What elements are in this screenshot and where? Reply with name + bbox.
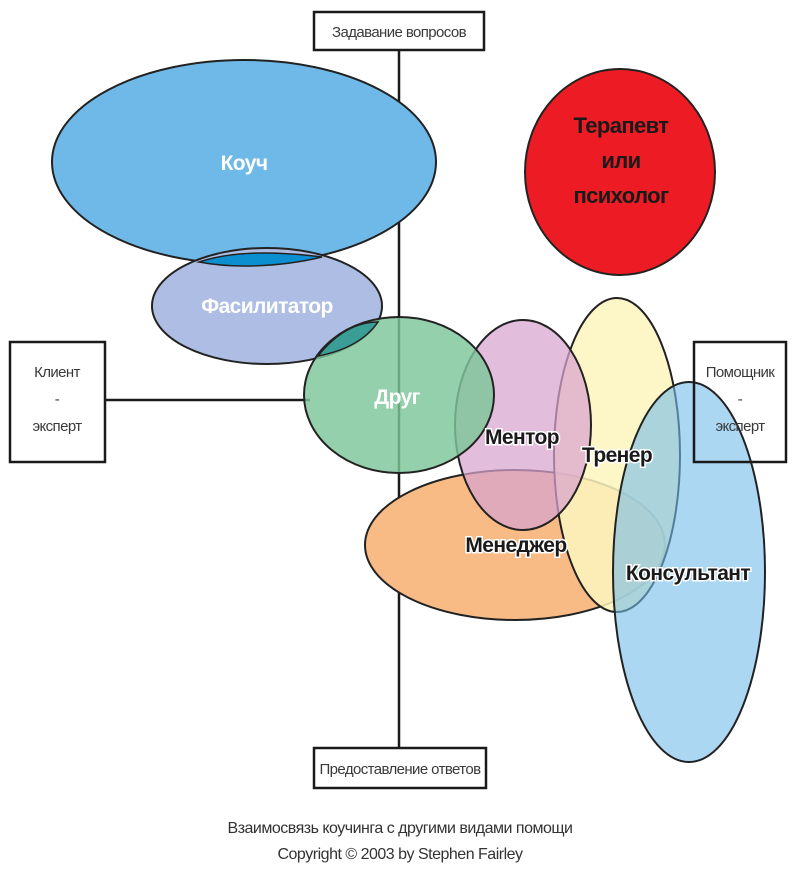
box-client-expert [8, 340, 107, 464]
caption-title: Взаимосвязь коучинга с другими видами по… [228, 820, 573, 837]
caption-copyright: Copyright © 2003 by Stephen Fairley [277, 846, 523, 863]
axis-right-label-3: эксперт [715, 418, 765, 435]
axis-right-label-2: - [738, 391, 743, 408]
axis-right-label-1: Помощник [706, 364, 776, 381]
label-manager: Менеджер [465, 534, 566, 557]
axis-top-label: Задавание вопросов [332, 24, 467, 41]
ellipse-consultant [612, 381, 766, 763]
ellipse-friend [303, 316, 495, 474]
ellipse-facilitator [151, 247, 383, 365]
label-consultant: Консультант [626, 562, 750, 585]
ellipse-therapist [524, 68, 716, 276]
label-therapist-2: или [601, 148, 640, 173]
box-helper-expert [692, 340, 788, 464]
box-asking-questions [312, 10, 486, 52]
label-facilitator: Фасилитатор [201, 295, 332, 318]
overlap-friend-facilitator [316, 321, 380, 358]
axis-bottom-label: Предоставление ответов [319, 761, 481, 778]
label-trainer: Тренер [582, 444, 652, 467]
label-mentor: Ментор [485, 426, 559, 449]
label-friend: Друг [374, 386, 420, 409]
overlap-coach-facilitator [196, 252, 323, 267]
box-giving-answers [312, 746, 488, 790]
axis-left-label-3: эксперт [32, 418, 82, 435]
label-coach: Коуч [221, 152, 268, 175]
axis-left-label-1: Клиент [34, 364, 80, 381]
label-therapist-1: Терапевт [574, 113, 670, 138]
axis-left-label-2: - [55, 391, 60, 408]
label-therapist-3: психолог [573, 183, 669, 208]
